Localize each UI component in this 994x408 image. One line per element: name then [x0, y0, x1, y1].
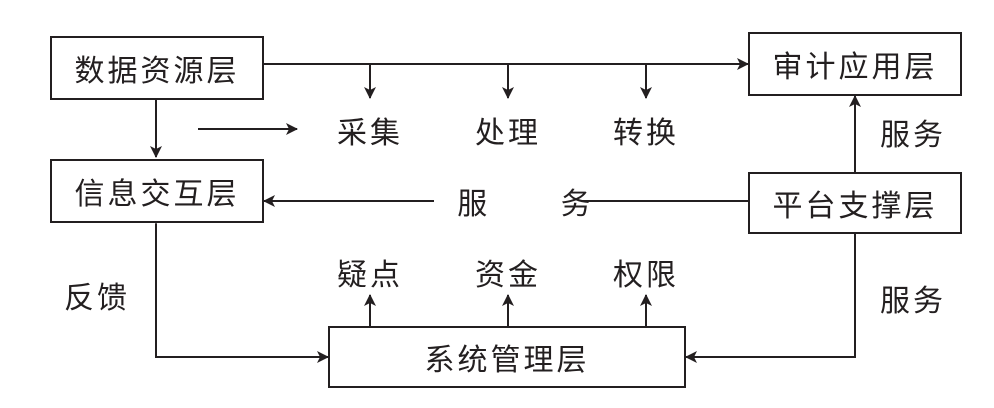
data-resource-layer-box: 数据资源层 — [50, 36, 264, 100]
audit-app-layer-box: 审计应用层 — [748, 32, 962, 96]
label-service-right-top: 服务 — [880, 118, 946, 153]
arrow-feedback-loop — [150, 213, 329, 363]
platform-support-layer-label: 平台支撑层 — [772, 189, 938, 224]
arrow-platform-system-loop — [685, 223, 861, 363]
audit-app-layer-label: 审计应用层 — [772, 50, 938, 85]
label-process: 处理 — [475, 116, 541, 151]
system-mgmt-layer-box: 系统管理层 — [328, 326, 686, 388]
info-exchange-layer-label: 信息交互层 — [74, 177, 240, 212]
label-collect: 采集 — [337, 116, 403, 151]
label-feedback: 反馈 — [64, 281, 130, 316]
label-convert: 转换 — [613, 116, 679, 151]
label-doubt: 疑点 — [337, 258, 403, 293]
label-service-right-bottom: 服务 — [880, 284, 946, 319]
system-mgmt-layer-label: 系统管理层 — [424, 343, 590, 378]
data-resource-layer-label: 数据资源层 — [74, 54, 240, 89]
platform-support-layer-box: 平台支撑层 — [748, 172, 962, 234]
label-permission: 权限 — [613, 258, 679, 293]
label-service-middle: 服 务 — [457, 187, 623, 222]
info-exchange-layer-box: 信息交互层 — [50, 159, 264, 223]
label-funds: 资金 — [475, 258, 541, 293]
